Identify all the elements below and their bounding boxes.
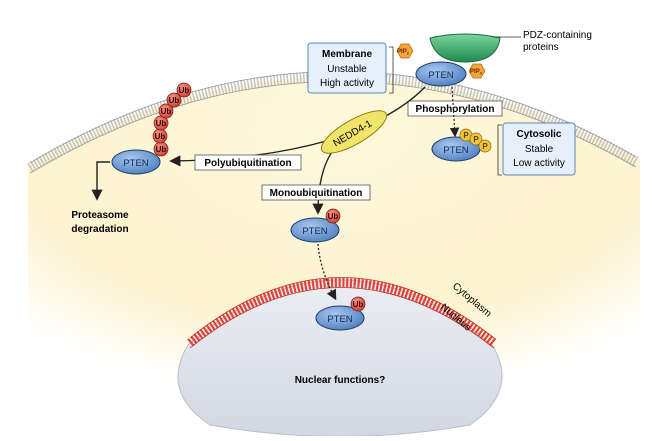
phosphorylation-arrow	[449, 86, 460, 138]
cytosolic-activity: Low activity	[513, 158, 565, 169]
svg-text:PTEN: PTEN	[443, 145, 468, 156]
pip3-lipid: PIP3	[468, 63, 486, 79]
phosphorylation-box	[407, 100, 503, 117]
proteasome-label: Proteasome	[71, 210, 129, 221]
cytosolic-title: Cytosolic	[516, 129, 561, 140]
membrane-status: Unstable	[327, 64, 367, 75]
svg-text:PTEN: PTEN	[123, 158, 148, 169]
pten-monoubiquitinated: PTEN Ub	[290, 208, 341, 243]
svg-text:Ub: Ub	[161, 107, 172, 116]
svg-text:PTEN: PTEN	[428, 70, 453, 81]
svg-text:Ub: Ub	[179, 86, 190, 95]
degradation-arrow	[91, 161, 110, 201]
svg-text:Ub: Ub	[155, 132, 166, 141]
svg-text:P: P	[463, 131, 469, 140]
phosphorylation-label: Phosphorylation	[416, 104, 495, 115]
polyubiquitination-box	[194, 154, 302, 171]
svg-text:PIP2: PIP2	[397, 49, 410, 56]
pdz-label-2: proteins	[523, 42, 559, 53]
membrane-title: Membrane	[322, 49, 372, 60]
svg-text:Ub: Ub	[169, 96, 180, 105]
phosphate-group: P P P	[459, 128, 492, 153]
svg-text:PTEN: PTEN	[302, 226, 327, 237]
pdz-label: PDZ-containing	[523, 30, 592, 41]
svg-text:Ub: Ub	[156, 145, 167, 154]
svg-text:PTEN: PTEN	[327, 314, 352, 325]
svg-text:Ub: Ub	[328, 212, 339, 221]
monoubiquitination-box	[261, 184, 371, 201]
svg-text:P: P	[482, 142, 488, 151]
pten-polyubiquitinated: PTEN	[111, 149, 161, 175]
monoubiquitination-label: Monoubiquitination	[270, 188, 363, 199]
pdz-protein	[429, 33, 501, 63]
svg-text:P: P	[473, 135, 479, 144]
degradation-label: degradation	[71, 224, 128, 235]
pten-nuclear: PTEN Ub	[315, 296, 366, 331]
membrane-info-box	[307, 42, 387, 94]
svg-text:PIP3: PIP3	[470, 69, 483, 76]
nuclear-import-arrow	[317, 243, 337, 301]
svg-text:Ub: Ub	[156, 119, 167, 128]
cytosolic-status: Stable	[525, 144, 554, 155]
svg-text:Ub: Ub	[353, 300, 364, 309]
ubiquitin-chain: Ub Ub Ub Ub Ub Ub	[152, 82, 192, 157]
polyubiquitination-label: Polyubiquitination	[204, 158, 291, 169]
membrane-activity: High activity	[320, 78, 374, 89]
pip2-lipid: PIP2	[396, 43, 414, 59]
nuclear-functions-label: Nuclear functions?	[295, 375, 386, 386]
pten-membrane: PTEN	[415, 61, 467, 87]
cytosolic-info-box	[502, 122, 576, 176]
